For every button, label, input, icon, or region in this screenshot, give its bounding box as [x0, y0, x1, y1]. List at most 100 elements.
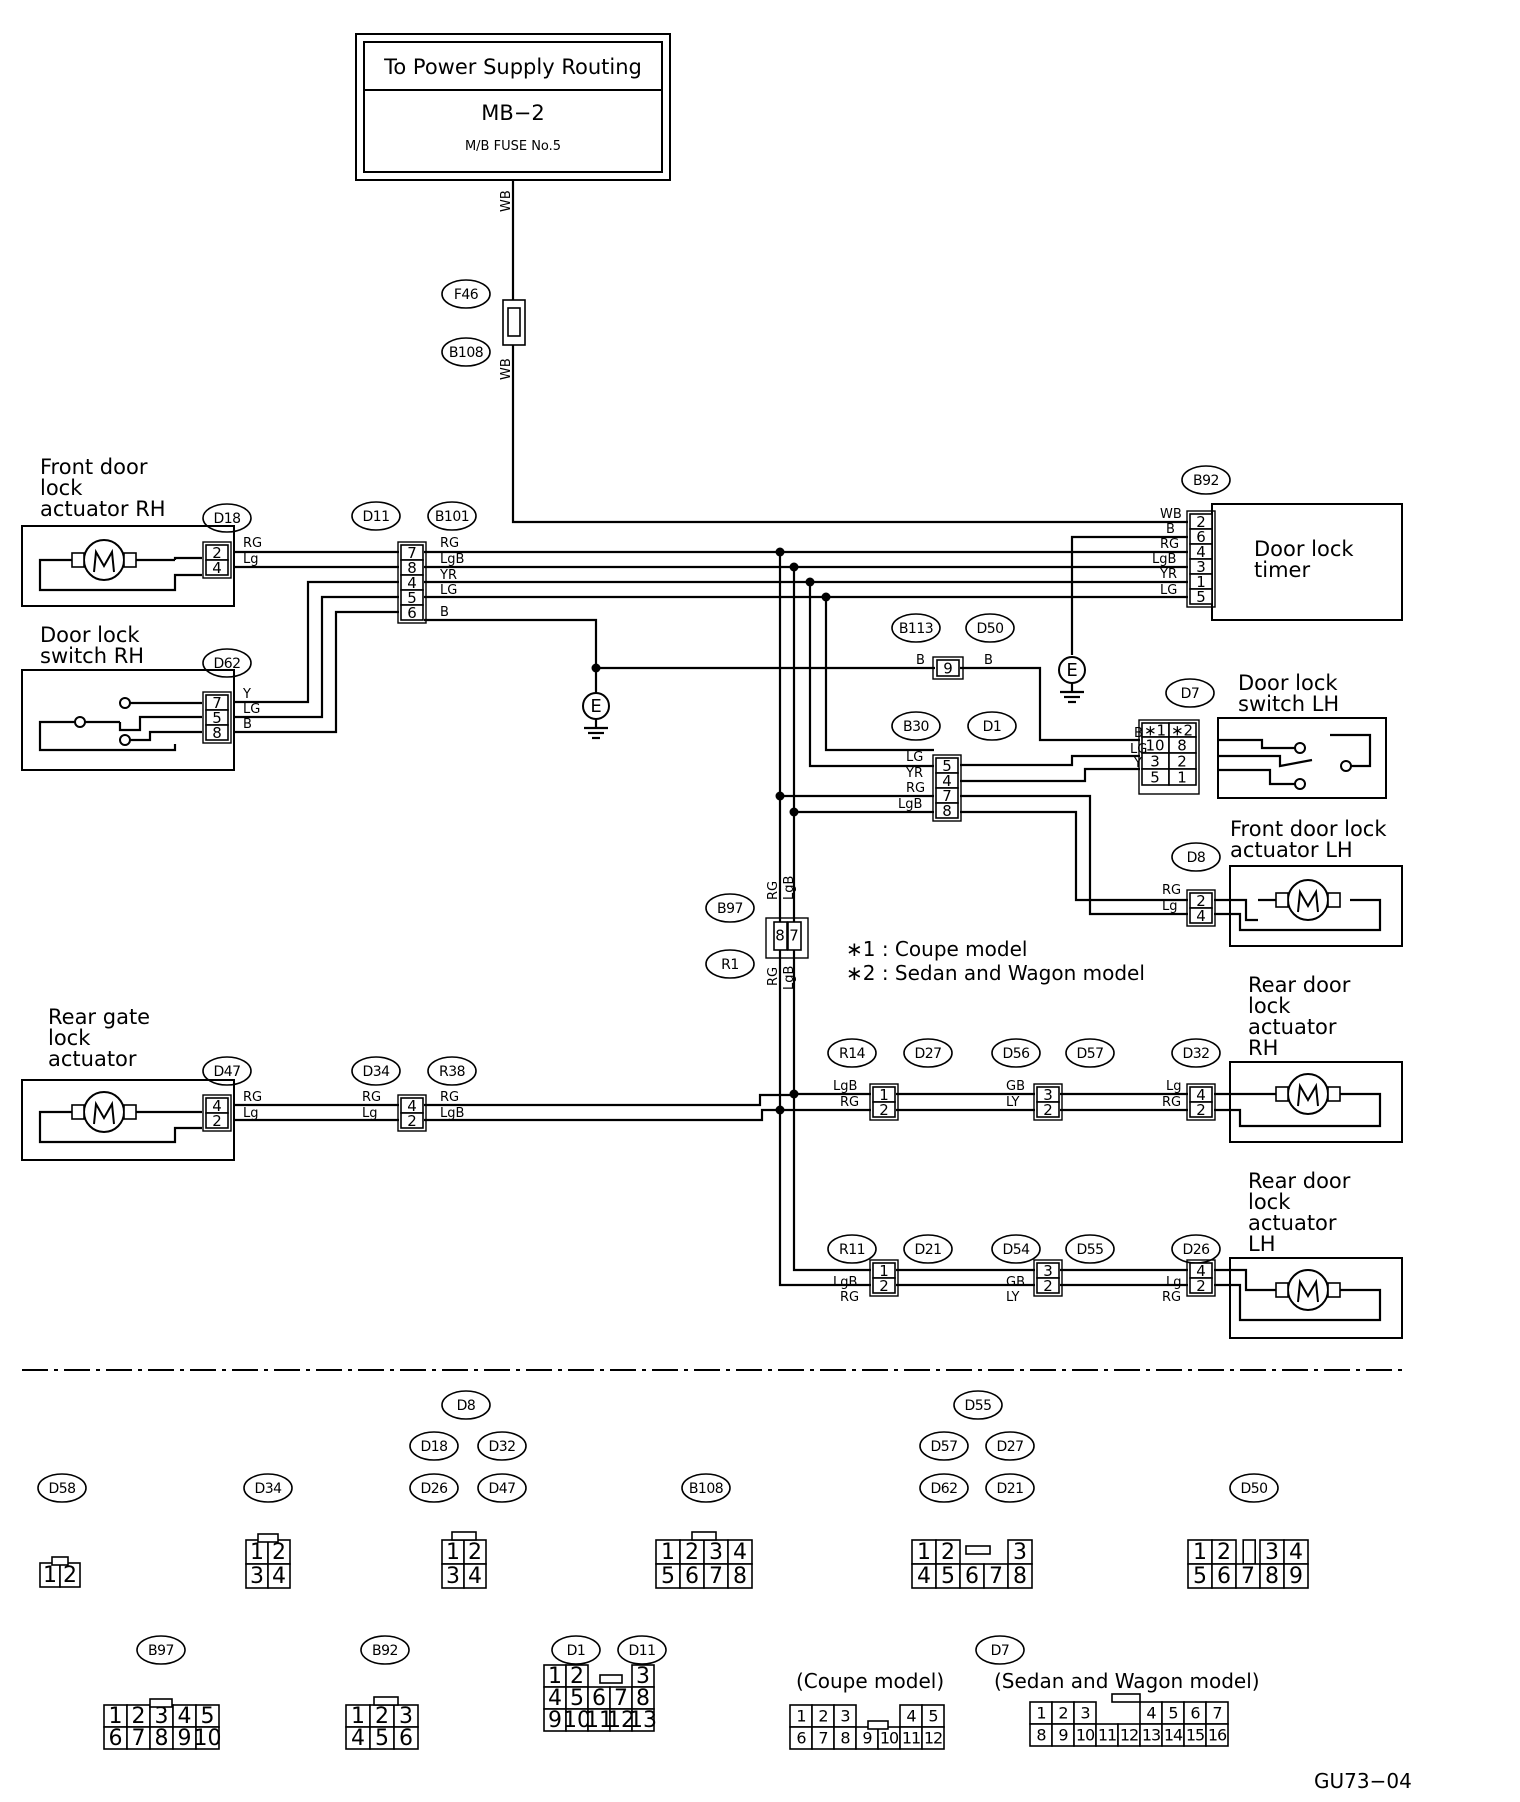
pin-label: 8 — [212, 724, 222, 742]
svg-text:B92: B92 — [1193, 473, 1219, 489]
svg-text:YR: YR — [905, 766, 923, 781]
svg-text:D50: D50 — [976, 621, 1003, 637]
pin-label: 7 — [1212, 1704, 1221, 1723]
svg-text:RG: RG — [840, 1095, 859, 1110]
connector-R14: 12 — [869, 1083, 899, 1121]
svg-text:R1: R1 — [721, 957, 739, 973]
pin-label: 6 — [399, 1726, 413, 1751]
pin-label: 3 — [840, 1707, 849, 1726]
svg-text:LgB: LgB — [1152, 552, 1176, 567]
pin-label: 5 — [1150, 769, 1160, 787]
svg-text:LgB: LgB — [782, 966, 797, 990]
oval-R14: R14 — [827, 1038, 877, 1068]
oval-D11: D11 — [351, 501, 401, 531]
svg-text:D27: D27 — [996, 1439, 1023, 1455]
svg-text:RG: RG — [1162, 883, 1181, 898]
svg-text:RG: RG — [840, 1290, 859, 1305]
svg-text:D21: D21 — [996, 1481, 1023, 1497]
pin-label: 4 — [942, 772, 952, 790]
pin-label: 9 — [1058, 1726, 1068, 1745]
pin-label: 1 — [1196, 573, 1206, 591]
pin-label: 5 — [661, 1564, 675, 1589]
svg-text:D47: D47 — [213, 1064, 240, 1080]
pin-label: 9 — [548, 1708, 562, 1733]
pin-label: 5 — [407, 589, 417, 607]
svg-text:LG: LG — [906, 750, 923, 765]
svg-text:B: B — [984, 653, 993, 668]
oval-D56: D56 — [991, 1038, 1041, 1068]
pin-label: 13 — [1142, 1726, 1160, 1745]
pin-label: 4 — [733, 1540, 747, 1565]
pin-label: 5 — [212, 709, 222, 727]
svg-text:B: B — [440, 605, 449, 620]
connector-D8: 24 — [1186, 889, 1216, 927]
pin-label: 3 — [709, 1540, 723, 1565]
oval-D26: D26 — [1171, 1234, 1221, 1264]
svg-text:RG: RG — [440, 536, 459, 551]
svg-text:D55: D55 — [1076, 1242, 1103, 1258]
wire-color-labels: RG Lg RG LgB YR LG B Y LG B WB B RG LgB … — [242, 507, 1182, 1305]
pin-label: 6 — [965, 1564, 979, 1589]
pin-label: 9 — [943, 660, 953, 678]
pin-label: 8 — [407, 559, 417, 577]
oval-D8: D8 — [1171, 842, 1221, 872]
pin-label: 4 — [1146, 1704, 1156, 1723]
pin-label: ∗1 — [1144, 722, 1166, 740]
svg-text:R38: R38 — [439, 1064, 465, 1080]
pin-label: 11 — [1098, 1726, 1116, 1745]
pin-label: 10 — [1145, 737, 1164, 755]
svg-text:LgB: LgB — [833, 1275, 857, 1290]
pin-label: 2 — [1196, 892, 1206, 910]
pin-label: 4 — [917, 1564, 931, 1589]
pin-label: 4 — [178, 1704, 192, 1729]
pin-label: 2 — [570, 1664, 584, 1689]
wire-label: WB — [499, 358, 514, 380]
oval-D50: D50 — [965, 613, 1015, 643]
connector-D54: 32 — [1033, 1259, 1063, 1297]
svg-text:D18: D18 — [420, 1439, 447, 1455]
pin-label: 3 — [446, 1564, 460, 1589]
pin-label: 12 — [924, 1729, 942, 1748]
pin-label: 7 — [989, 1564, 1003, 1589]
svg-text:RG: RG — [766, 967, 781, 986]
pin-label: 7 — [942, 787, 952, 805]
svg-text:B: B — [243, 717, 252, 732]
svg-text:D18: D18 — [213, 511, 240, 527]
pin-label: 3 — [1043, 1086, 1053, 1104]
pin-label: 4 — [407, 1097, 417, 1115]
svg-text:B97: B97 — [148, 1643, 174, 1659]
oval-D21: D21 — [903, 1234, 953, 1264]
svg-text:D26: D26 — [1182, 1242, 1210, 1258]
svg-text:D11: D11 — [628, 1643, 655, 1659]
pin-label: 13 — [629, 1708, 657, 1733]
pin-label: 1 — [661, 1540, 675, 1565]
pin-label: 3 — [1265, 1540, 1279, 1565]
svg-text:D56: D56 — [1002, 1046, 1030, 1062]
pin-label: 4 — [212, 1097, 222, 1115]
svg-text:D47: D47 — [488, 1481, 515, 1497]
pin-label: 16 — [1208, 1726, 1227, 1745]
svg-text:D54: D54 — [1002, 1242, 1030, 1258]
pin-label: 8 — [636, 1686, 650, 1711]
pin-label: 1 — [1193, 1540, 1207, 1565]
oval-D55: D55 — [1065, 1234, 1115, 1264]
pin-label: 3 — [636, 1664, 650, 1689]
connector-R11: 12 — [869, 1259, 899, 1297]
svg-text:D57: D57 — [1076, 1046, 1103, 1062]
svg-text:F46: F46 — [454, 287, 479, 303]
svg-text:D11: D11 — [362, 509, 389, 525]
pin-label: 6 — [109, 1726, 123, 1751]
note-sedan-wagon: ∗2 : Sedan and Wagon model — [846, 961, 1145, 985]
pin-label: 2 — [1043, 1277, 1053, 1295]
pin-label: 6 — [407, 604, 417, 622]
pin-label: 14 — [1164, 1726, 1183, 1745]
oval-D34: D34 — [351, 1056, 401, 1086]
pin-label: 5 — [942, 757, 952, 775]
